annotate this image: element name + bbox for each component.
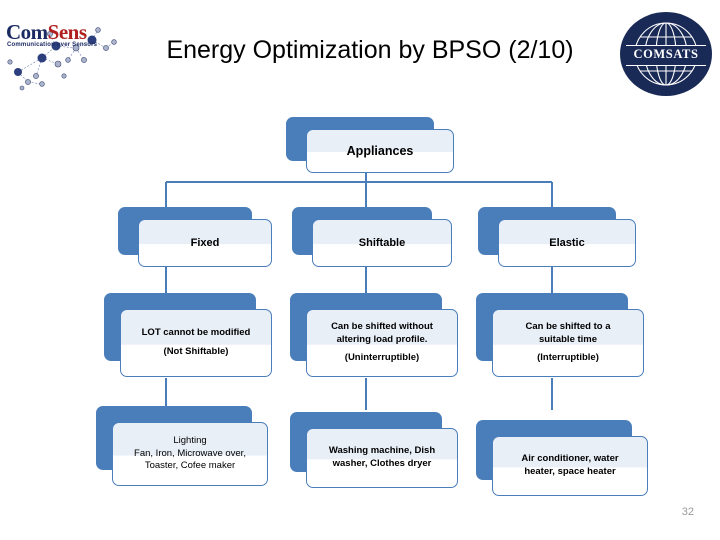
node-shiftable-box[interactable]: Shiftable [312, 219, 452, 267]
node-shiftable-examples[interactable]: Washing machine, Dish washer, Clothes dr… [290, 412, 458, 488]
node-fixed-description-box[interactable]: LOT cannot be modified (Not Shiftable) [120, 309, 272, 377]
node-label: Appliances [346, 143, 414, 158]
node-appliances[interactable]: Appliances [286, 117, 454, 173]
node-label: Elastic [549, 236, 585, 249]
node-shiftable-examples-box[interactable]: Washing machine, Dish washer, Clothes dr… [306, 428, 458, 488]
node-elastic-box[interactable]: Elastic [498, 219, 636, 267]
node-shiftable-description-box[interactable]: Can be shifted without altering load pro… [306, 309, 458, 377]
node-label-line: (Uninterruptible) [344, 352, 420, 364]
node-fixed[interactable]: Fixed [118, 207, 272, 267]
node-fixed-examples-box[interactable]: Lighting Fan, Iron, Microwave over, Toas… [112, 422, 268, 486]
comsats-logo: COMSATS [620, 12, 712, 96]
node-shiftable[interactable]: Shiftable [292, 207, 452, 267]
page-number: 32 [681, 506, 694, 518]
comsens-tagline: Communication over Sensors [7, 42, 98, 48]
node-label-line: Lighting [173, 434, 207, 446]
node-label-line: (Interruptible) [537, 352, 599, 364]
node-elastic-examples-box[interactable]: Air conditioner, water heater, space hea… [492, 436, 648, 496]
node-label-line: (Not Shiftable) [163, 346, 229, 357]
node-label-line: Washing machine, Dish [328, 445, 436, 457]
node-shiftable-description[interactable]: Can be shifted without altering load pro… [290, 293, 458, 377]
sensor-network-graphic [7, 27, 117, 91]
node-elastic-description-box[interactable]: Can be shifted to a suitable time (Inter… [492, 309, 644, 377]
node-label-line: LOT cannot be modified [141, 327, 251, 339]
node-label-line: suitable time [538, 333, 598, 345]
node-label-line: Toaster, Cofee maker [144, 460, 236, 472]
node-label-line: washer, Clothes dryer [332, 458, 432, 469]
node-label-line: Fan, Iron, Microwave over, [134, 447, 246, 459]
node-fixed-description[interactable]: LOT cannot be modified (Not Shiftable) [104, 293, 272, 377]
slide-header: ComSens Communication over Sensors Energ… [0, 0, 720, 105]
comsens-wordmark: ComSens [6, 20, 87, 44]
node-label-line: Can be shifted to a [525, 320, 611, 332]
node-elastic[interactable]: Elastic [478, 207, 636, 267]
node-label-line: heater, space heater [524, 466, 616, 477]
node-label-line: Can be shifted without [331, 320, 433, 332]
node-elastic-examples[interactable]: Air conditioner, water heater, space hea… [476, 420, 648, 496]
comsens-logo: ComSens Communication over Sensors [2, 14, 124, 96]
node-label-line: altering load profile. [336, 333, 428, 345]
node-appliances-box[interactable]: Appliances [306, 129, 454, 173]
node-fixed-examples[interactable]: Lighting Fan, Iron, Microwave over, Toas… [96, 406, 268, 486]
node-fixed-box[interactable]: Fixed [138, 219, 272, 267]
node-elastic-description[interactable]: Can be shifted to a suitable time (Inter… [476, 293, 644, 377]
node-label: Shiftable [358, 236, 406, 249]
page-title: Energy Optimization by BPSO (2/10) [166, 36, 574, 64]
node-label-line: Air conditioner, water [521, 453, 619, 465]
comsats-wordmark: COMSATS [626, 45, 706, 66]
node-label: Fixed [190, 236, 220, 249]
